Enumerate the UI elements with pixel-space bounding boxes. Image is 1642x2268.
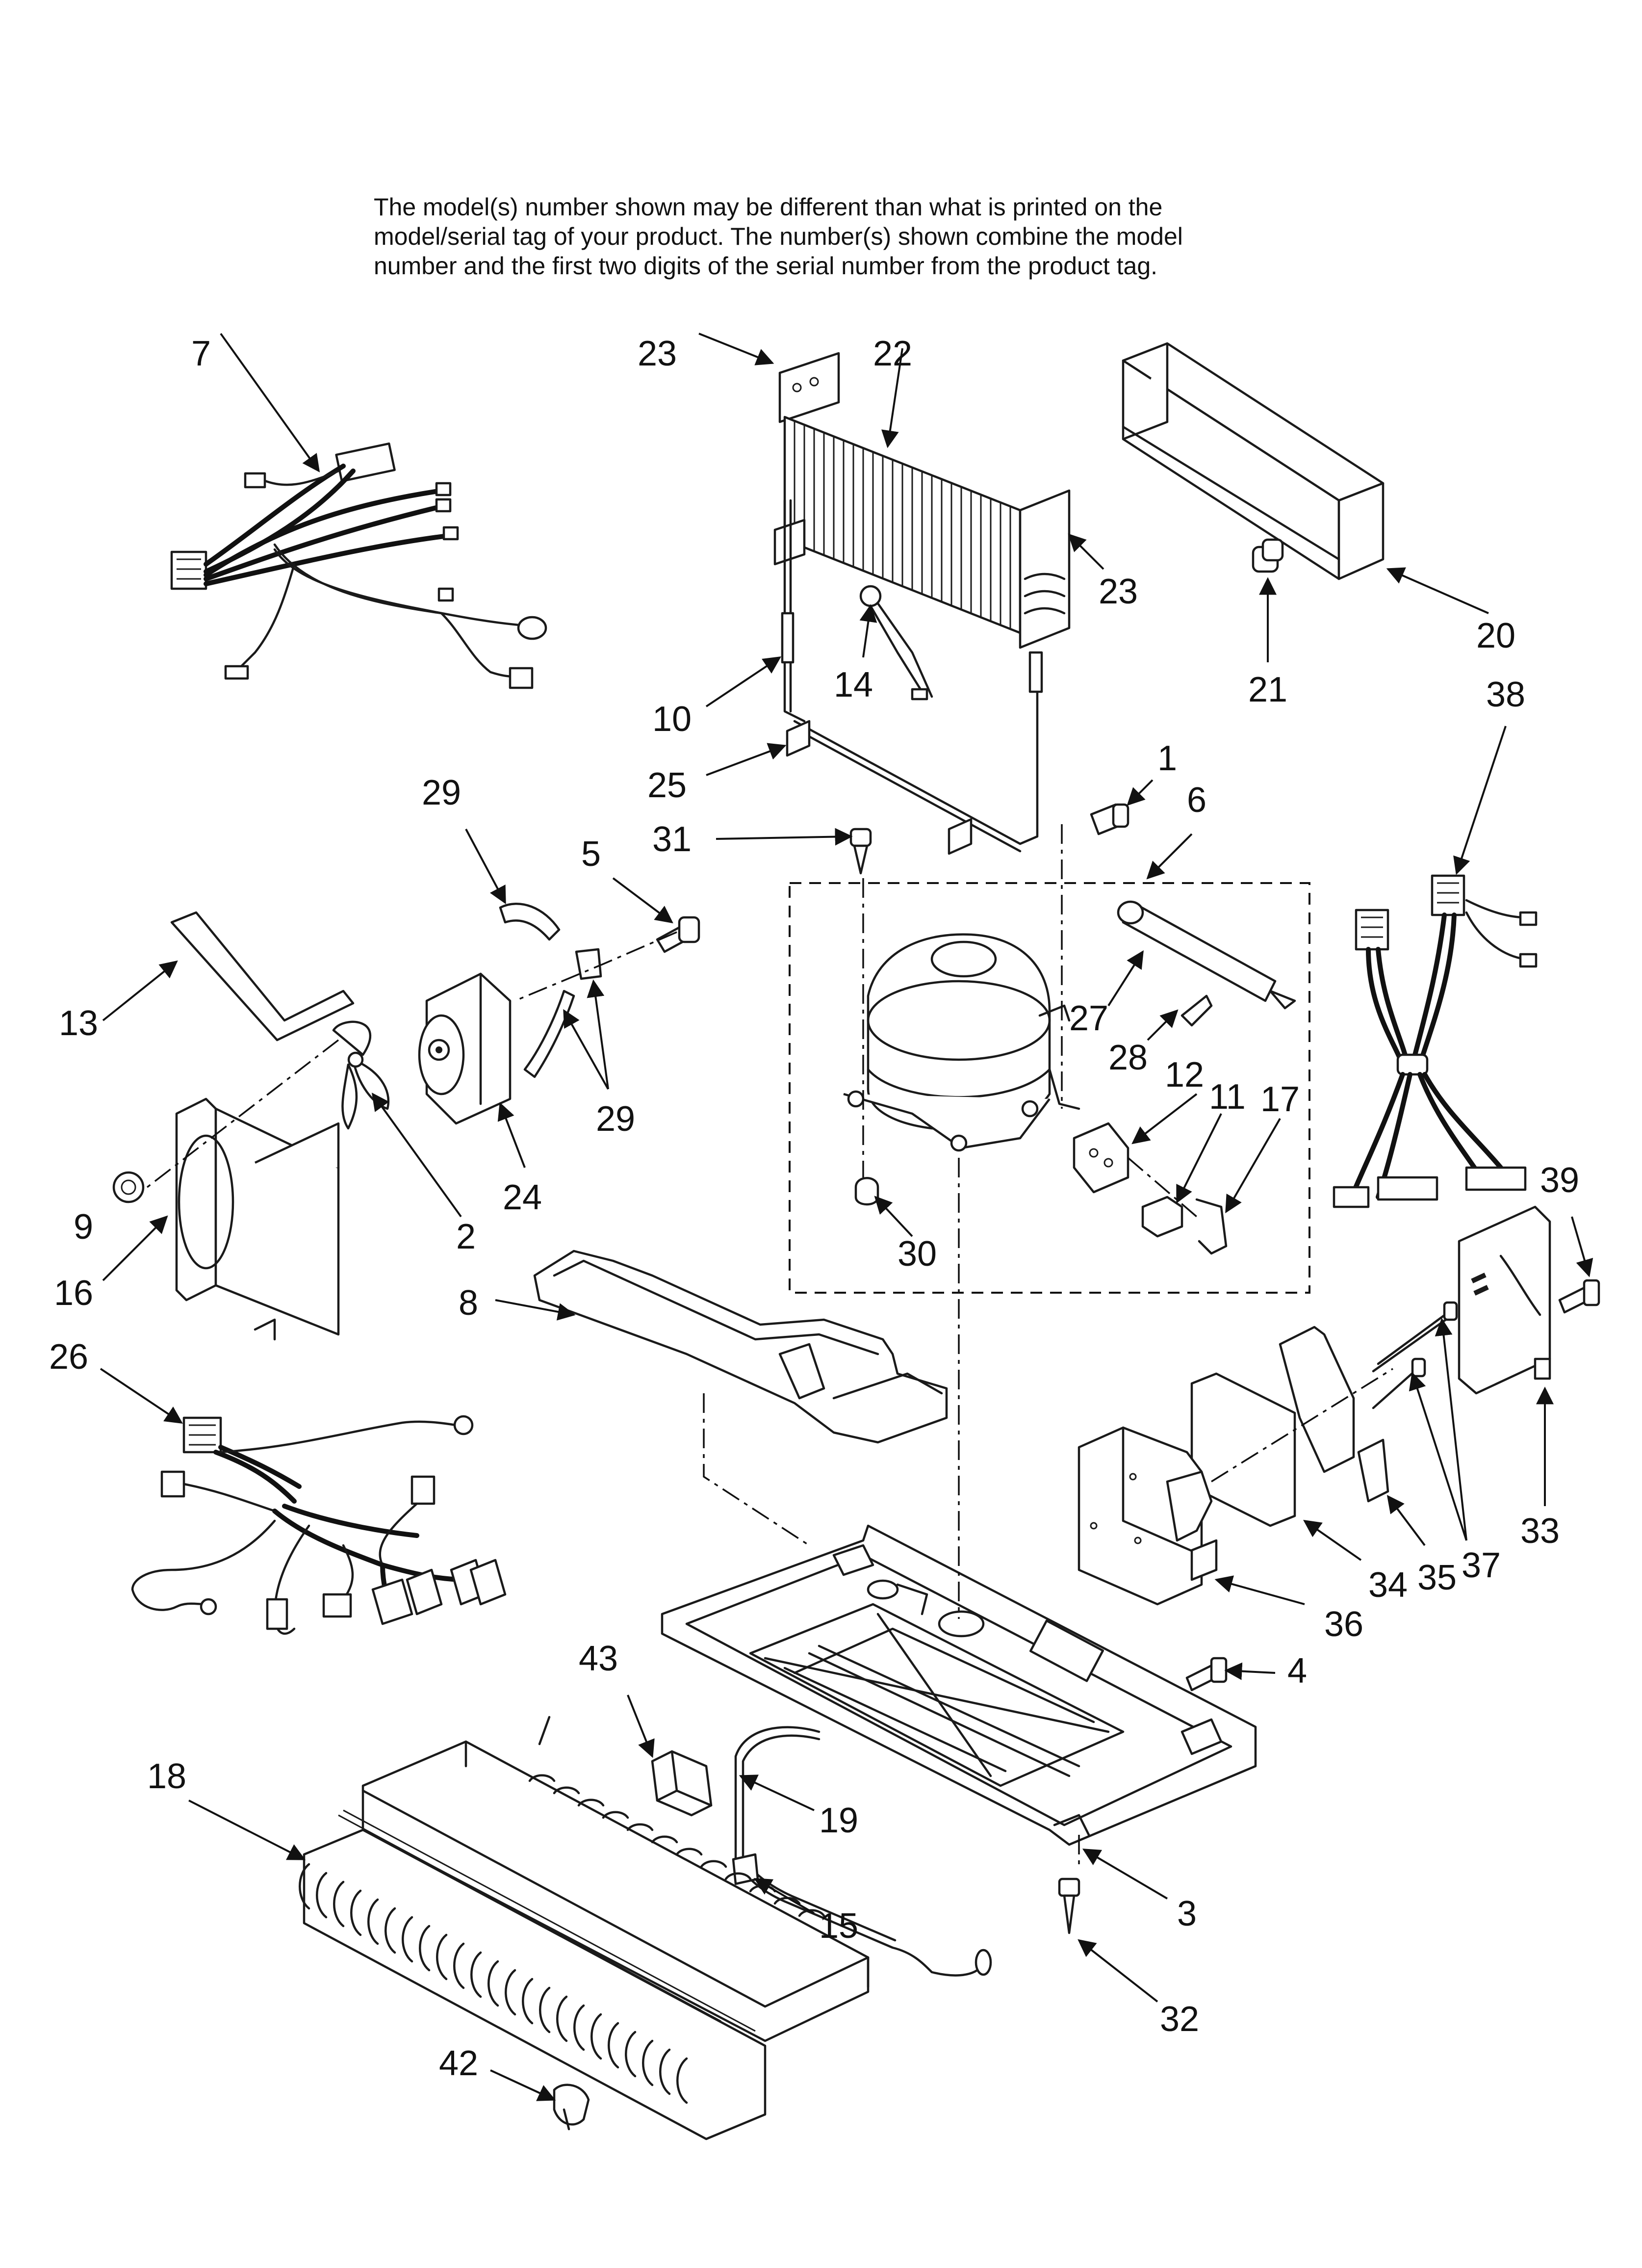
part-1-screw [1090, 803, 1129, 835]
callout-5: 5 [581, 834, 601, 874]
note-line-3: number and the first two digits of the s… [374, 252, 1158, 280]
alignment-line-pan [703, 1393, 810, 1546]
part-25-bracket [786, 651, 1043, 855]
callout-12: 12 [1165, 1055, 1204, 1095]
callout-2: 2 [456, 1217, 476, 1256]
callout-43: 43 [579, 1639, 618, 1678]
leader-lines [100, 333, 1593, 2101]
callout-13: 13 [59, 1004, 98, 1043]
callout-labels: 7 23 22 23 20 21 14 10 25 38 29 5 31 1 6… [49, 334, 1579, 2083]
callout-19: 19 [819, 1801, 858, 1840]
callout-10: 10 [652, 700, 692, 739]
part-18-evaporator [299, 1716, 870, 2140]
part-4-screw [1185, 1657, 1228, 1692]
part-38-wire-harness [1333, 874, 1538, 1208]
part-33-cover-plate [1458, 1205, 1551, 1395]
part-22-condenser [773, 352, 1071, 649]
part-31-screw [849, 828, 872, 875]
callout-21: 21 [1248, 670, 1287, 709]
callout-28: 28 [1108, 1038, 1148, 1077]
part-7-wire-harness [170, 442, 547, 689]
part-42-clip [553, 2084, 590, 2131]
part-21-grommet [1252, 538, 1284, 573]
part-26-wire-harness [131, 1415, 507, 1635]
evaporator-coils [299, 1774, 825, 2104]
part-37-screws [1372, 1301, 1458, 1409]
part-36-housing [1078, 1426, 1218, 1606]
alignment-line-relay [1127, 1157, 1198, 1218]
callout-31: 31 [652, 820, 692, 859]
part-43-insulation-block [651, 1750, 713, 1817]
part-32-screw [1058, 1877, 1080, 1934]
callout-15: 15 [819, 1906, 858, 1946]
part-8-drain-pan [533, 1250, 948, 1444]
part-12-relay [1073, 1122, 1129, 1194]
callout-23-right: 23 [1099, 572, 1138, 611]
callout-34: 34 [1368, 1565, 1408, 1605]
part-35-clip [1357, 1438, 1389, 1503]
callout-20: 20 [1476, 616, 1515, 655]
callout-11: 11 [1209, 1077, 1246, 1117]
part-10-tube [781, 499, 806, 723]
part-17-clip [1195, 1198, 1228, 1255]
alignment-line-fan [514, 931, 677, 1002]
part-5-screw [656, 916, 700, 953]
callout-7: 7 [191, 334, 211, 373]
callout-27: 27 [1069, 999, 1108, 1038]
callout-22: 22 [873, 334, 912, 373]
callout-3: 3 [1177, 1894, 1197, 1933]
callout-25: 25 [647, 766, 687, 805]
callout-33: 33 [1520, 1512, 1560, 1551]
alignment-line-shroud [146, 1039, 339, 1188]
callout-42: 42 [439, 2044, 478, 2083]
part-20-cover [1122, 342, 1385, 580]
callout-6: 6 [1187, 781, 1206, 820]
callout-17: 17 [1260, 1080, 1300, 1119]
callout-29-top: 29 [422, 773, 461, 812]
alignment-line-board [1211, 1368, 1393, 1483]
callout-8: 8 [459, 1283, 478, 1323]
callout-24: 24 [503, 1178, 542, 1217]
part-15-sleeve [732, 1853, 759, 1885]
callout-1: 1 [1157, 739, 1177, 778]
part-39-screw [1558, 1279, 1600, 1314]
part-16-shroud [175, 1097, 340, 1341]
part-19-drain-tube [734, 1726, 992, 1977]
callout-29-bottom: 29 [596, 1099, 635, 1139]
callout-39: 39 [1540, 1161, 1579, 1200]
part-34-control-board [1190, 1326, 1355, 1527]
part-29-clip-upper [499, 903, 561, 941]
callout-16: 16 [54, 1274, 93, 1313]
note-line-1: The model(s) number shown may be differe… [374, 193, 1163, 221]
callout-38: 38 [1486, 675, 1525, 714]
part-9-grommet [112, 1171, 145, 1203]
callout-23-top: 23 [638, 334, 677, 373]
base-plate [661, 1524, 1257, 1846]
note-line-2: model/serial tag of your product. The nu… [374, 223, 1183, 250]
callout-37: 37 [1462, 1546, 1501, 1585]
part-11-overload [1141, 1196, 1183, 1238]
callout-14: 14 [834, 665, 873, 704]
compressor-kit-outline [789, 882, 1310, 1294]
part-30-compressor [843, 933, 1080, 1206]
part-13-gasket [170, 911, 355, 1042]
part-24-fan-motor [418, 972, 512, 1125]
callout-35: 35 [1417, 1558, 1457, 1597]
callout-30: 30 [898, 1234, 937, 1274]
callout-9: 9 [74, 1207, 93, 1247]
part-6-drier [1117, 900, 1296, 1027]
part-14-thermistor [859, 585, 933, 701]
part-2-fan-blade [332, 1020, 390, 1130]
callout-26: 26 [49, 1337, 88, 1377]
callout-18: 18 [147, 1757, 186, 1796]
callout-36: 36 [1324, 1605, 1363, 1644]
callout-32: 32 [1160, 2000, 1199, 2039]
callout-4: 4 [1287, 1651, 1307, 1691]
